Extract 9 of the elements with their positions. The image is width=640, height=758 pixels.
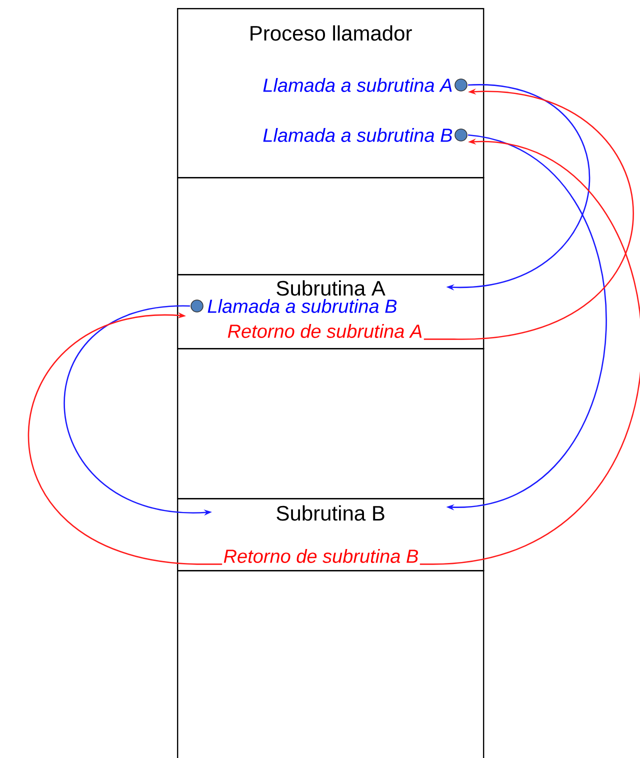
empty-section <box>177 177 484 276</box>
empty-section <box>177 570 484 758</box>
code-line: Retorno de subrutina A <box>228 324 422 338</box>
code-line: Retorno de subrutina B <box>224 549 418 563</box>
arrow <box>28 312 222 565</box>
empty-section <box>177 348 484 500</box>
code-line: Llamada a subrutina B <box>263 128 452 142</box>
code-line: Llamada a subrutina B <box>208 299 397 313</box>
code-line: Llamada a subrutina A <box>263 78 452 92</box>
